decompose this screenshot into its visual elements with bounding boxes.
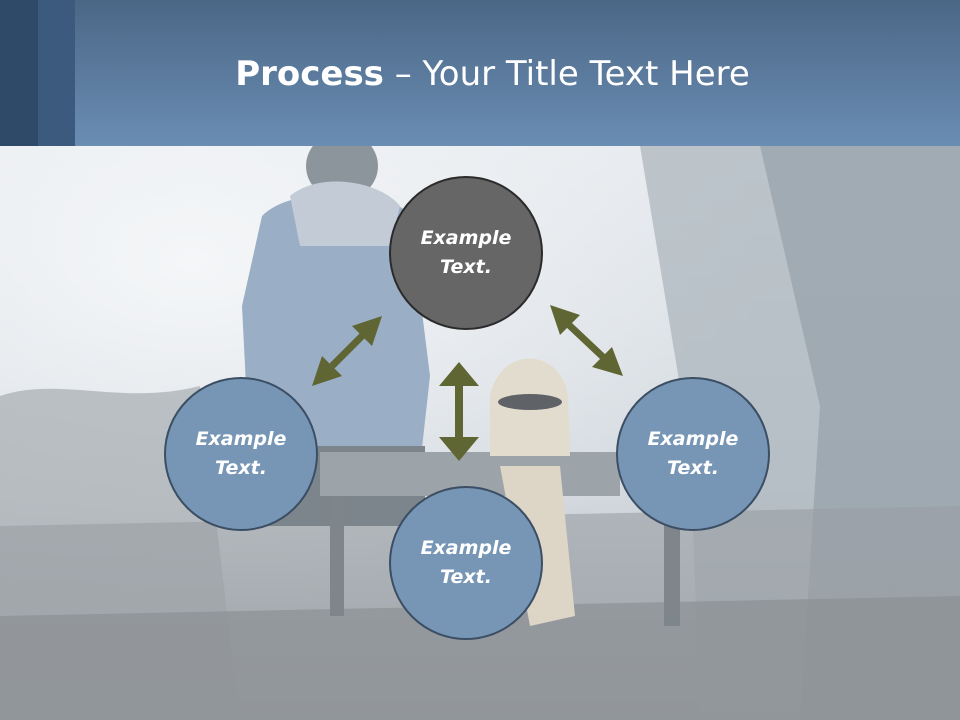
node-top-label: Example Text. bbox=[420, 227, 512, 278]
node-bottom-label: Example Text. bbox=[420, 537, 512, 588]
header-accent-dark bbox=[0, 0, 38, 146]
title-bold: Process bbox=[235, 54, 384, 94]
node-left-label: Example Text. bbox=[195, 428, 287, 479]
header-accent-mid bbox=[38, 0, 75, 146]
arrow-top-left[interactable] bbox=[312, 316, 382, 386]
arrow-vertical[interactable] bbox=[439, 362, 479, 461]
process-node-right[interactable]: Example Text. bbox=[616, 377, 770, 531]
arrow-top-right[interactable] bbox=[550, 305, 623, 376]
title-header: Process – Your Title Text Here bbox=[0, 0, 960, 146]
process-node-left[interactable]: Example Text. bbox=[164, 377, 318, 531]
node-right-label: Example Text. bbox=[647, 428, 739, 479]
process-node-bottom[interactable]: Example Text. bbox=[389, 486, 543, 640]
title-rest: – Your Title Text Here bbox=[383, 54, 750, 94]
slide-title[interactable]: Process – Your Title Text Here bbox=[0, 52, 960, 96]
process-node-top[interactable]: Example Text. bbox=[389, 176, 543, 330]
